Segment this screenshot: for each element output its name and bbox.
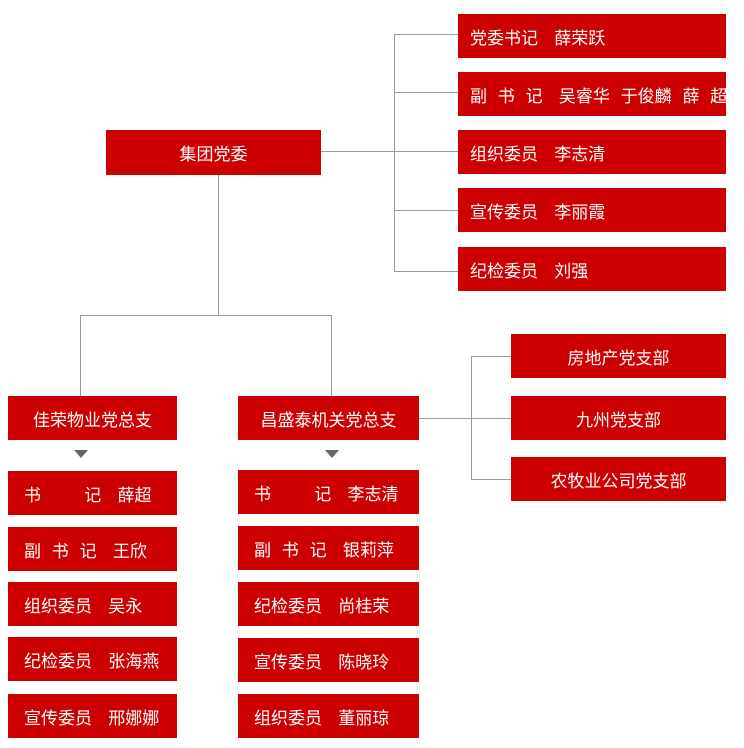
arrow-down-icon [74, 450, 88, 458]
connector-branch-left-down [80, 315, 81, 396]
connector-branches-horizontal [80, 315, 332, 316]
node-left-member-1: 书 记 薛超 [8, 471, 177, 515]
node-sub-branch-2: 九州党支部 [511, 396, 726, 440]
node-left-member-3: 组织委员 吴永 [8, 582, 177, 626]
node-left-member-4: 纪检委员 张海燕 [8, 637, 177, 681]
arrow-down-icon [325, 450, 339, 458]
node-left-member-5: 宣传委员 邢娜娜 [8, 694, 177, 738]
node-committee-3: 组织委员 李志清 [458, 130, 726, 174]
node-right-member-5-label: 组织委员 董丽琼 [254, 708, 390, 729]
node-right-member-1-label: 书 记 李志清 [254, 484, 399, 505]
node-right-member-2-label: 副 书 记 银莉萍 [254, 540, 394, 561]
node-sub-branch-3-label: 农牧业公司党支部 [550, 471, 687, 492]
node-committee-1-label: 党委书记 薛荣跃 [470, 28, 606, 49]
connector-committee-5 [394, 271, 458, 272]
connector-committee-1 [394, 34, 458, 35]
connector-root-committee [320, 151, 394, 152]
node-right-member-3: 纪检委员 尚桂荣 [238, 582, 419, 626]
node-branch-left-label: 佳荣物业党总支 [33, 410, 152, 431]
node-committee-2-label: 副 书 记 吴睿华 于俊麟 薛 超 [470, 86, 728, 107]
connector-right-sub [418, 418, 472, 419]
node-committee-4: 宣传委员 李丽霞 [458, 188, 726, 232]
node-committee-5: 纪检委员 刘强 [458, 247, 726, 291]
node-committee-5-label: 纪检委员 刘强 [470, 261, 589, 282]
connector-sub-2 [471, 418, 511, 419]
connector-root-down [218, 174, 219, 315]
node-branch-right: 昌盛泰机关党总支 [238, 396, 419, 440]
node-committee-3-label: 组织委员 李志清 [470, 144, 606, 165]
node-left-member-2-label: 副 书 记 王欣 [24, 541, 147, 562]
node-committee-4-label: 宣传委员 李丽霞 [470, 202, 606, 223]
connector-branch-right-down [331, 315, 332, 396]
node-right-member-4-label: 宣传委员 陈晓玲 [254, 652, 390, 673]
node-sub-branch-1-label: 房地产党支部 [567, 348, 670, 369]
node-left-member-2: 副 书 记 王欣 [8, 527, 177, 571]
node-root-label: 集团党委 [179, 145, 248, 165]
connector-sub-trunk [471, 356, 472, 479]
connector-committee-2 [394, 92, 458, 93]
node-left-member-5-label: 宣传委员 邢娜娜 [24, 708, 160, 729]
node-left-member-4-label: 纪检委员 张海燕 [24, 651, 160, 672]
node-sub-branch-3: 农牧业公司党支部 [511, 457, 726, 501]
node-committee-2: 副 书 记 吴睿华 于俊麟 薛 超 [458, 72, 728, 116]
connector-sub-1 [471, 356, 511, 357]
connector-committee-3 [394, 151, 458, 152]
node-branch-right-label: 昌盛泰机关党总支 [260, 410, 397, 431]
node-committee-1: 党委书记 薛荣跃 [458, 14, 726, 58]
node-root: 集团党委 [106, 130, 321, 175]
node-sub-branch-2-label: 九州党支部 [576, 410, 661, 431]
node-right-member-5: 组织委员 董丽琼 [238, 694, 419, 738]
node-left-member-3-label: 组织委员 吴永 [24, 596, 143, 617]
connector-committee-4 [394, 210, 458, 211]
node-left-member-1-label: 书 记 薛超 [24, 485, 152, 506]
node-sub-branch-1: 房地产党支部 [511, 334, 726, 378]
node-right-member-1: 书 记 李志清 [238, 470, 419, 514]
node-branch-left: 佳荣物业党总支 [8, 396, 177, 440]
node-right-member-2: 副 书 记 银莉萍 [238, 526, 419, 570]
node-right-member-4: 宣传委员 陈晓玲 [238, 638, 419, 682]
node-right-member-3-label: 纪检委员 尚桂荣 [254, 596, 390, 617]
connector-sub-3 [471, 479, 511, 480]
connector-committee-trunk [394, 34, 395, 272]
